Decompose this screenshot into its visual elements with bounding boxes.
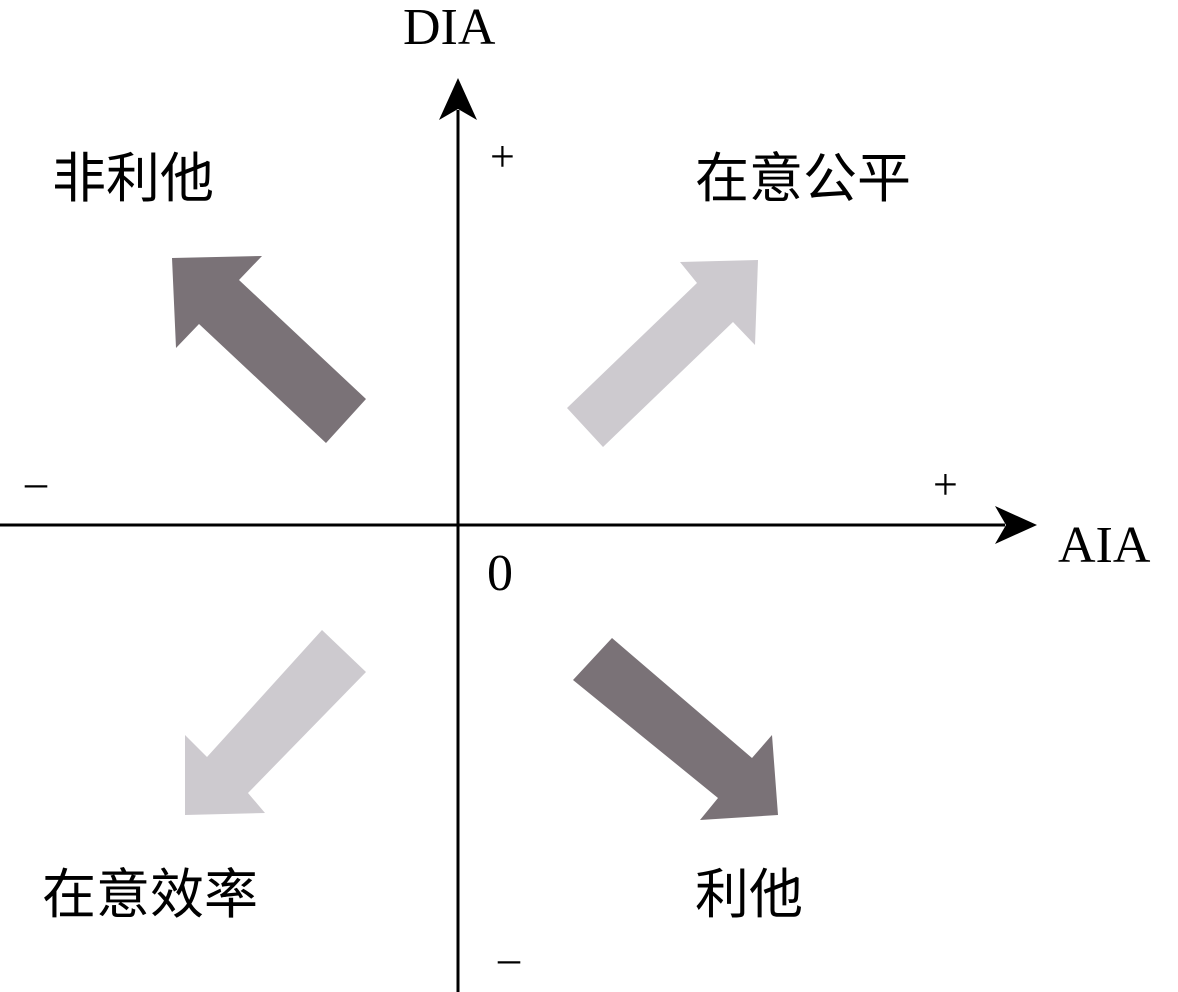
arrow-up-right	[567, 260, 758, 447]
x-plus-sign: +	[933, 460, 958, 509]
x-axis-arrowhead	[995, 506, 1037, 544]
y-plus-sign: +	[490, 132, 515, 181]
quadrant-label-bottom-right: 利他	[695, 863, 803, 926]
x-axis-label: AIA	[1058, 517, 1151, 574]
x-minus-sign: –	[25, 458, 47, 507]
origin-label: 0	[487, 545, 513, 602]
y-axis-label: DIA	[403, 0, 496, 56]
quadrant-label-bottom-left: 在意效率	[42, 863, 258, 926]
y-axis-arrowhead	[439, 78, 477, 120]
quadrant-label-top-right: 在意公平	[695, 147, 911, 210]
arrow-down-right	[573, 638, 778, 820]
y-minus-sign: –	[498, 934, 520, 983]
quadrant-label-top-left: 非利他	[52, 147, 214, 210]
arrow-up-left	[172, 256, 366, 443]
arrow-down-left	[185, 630, 366, 815]
